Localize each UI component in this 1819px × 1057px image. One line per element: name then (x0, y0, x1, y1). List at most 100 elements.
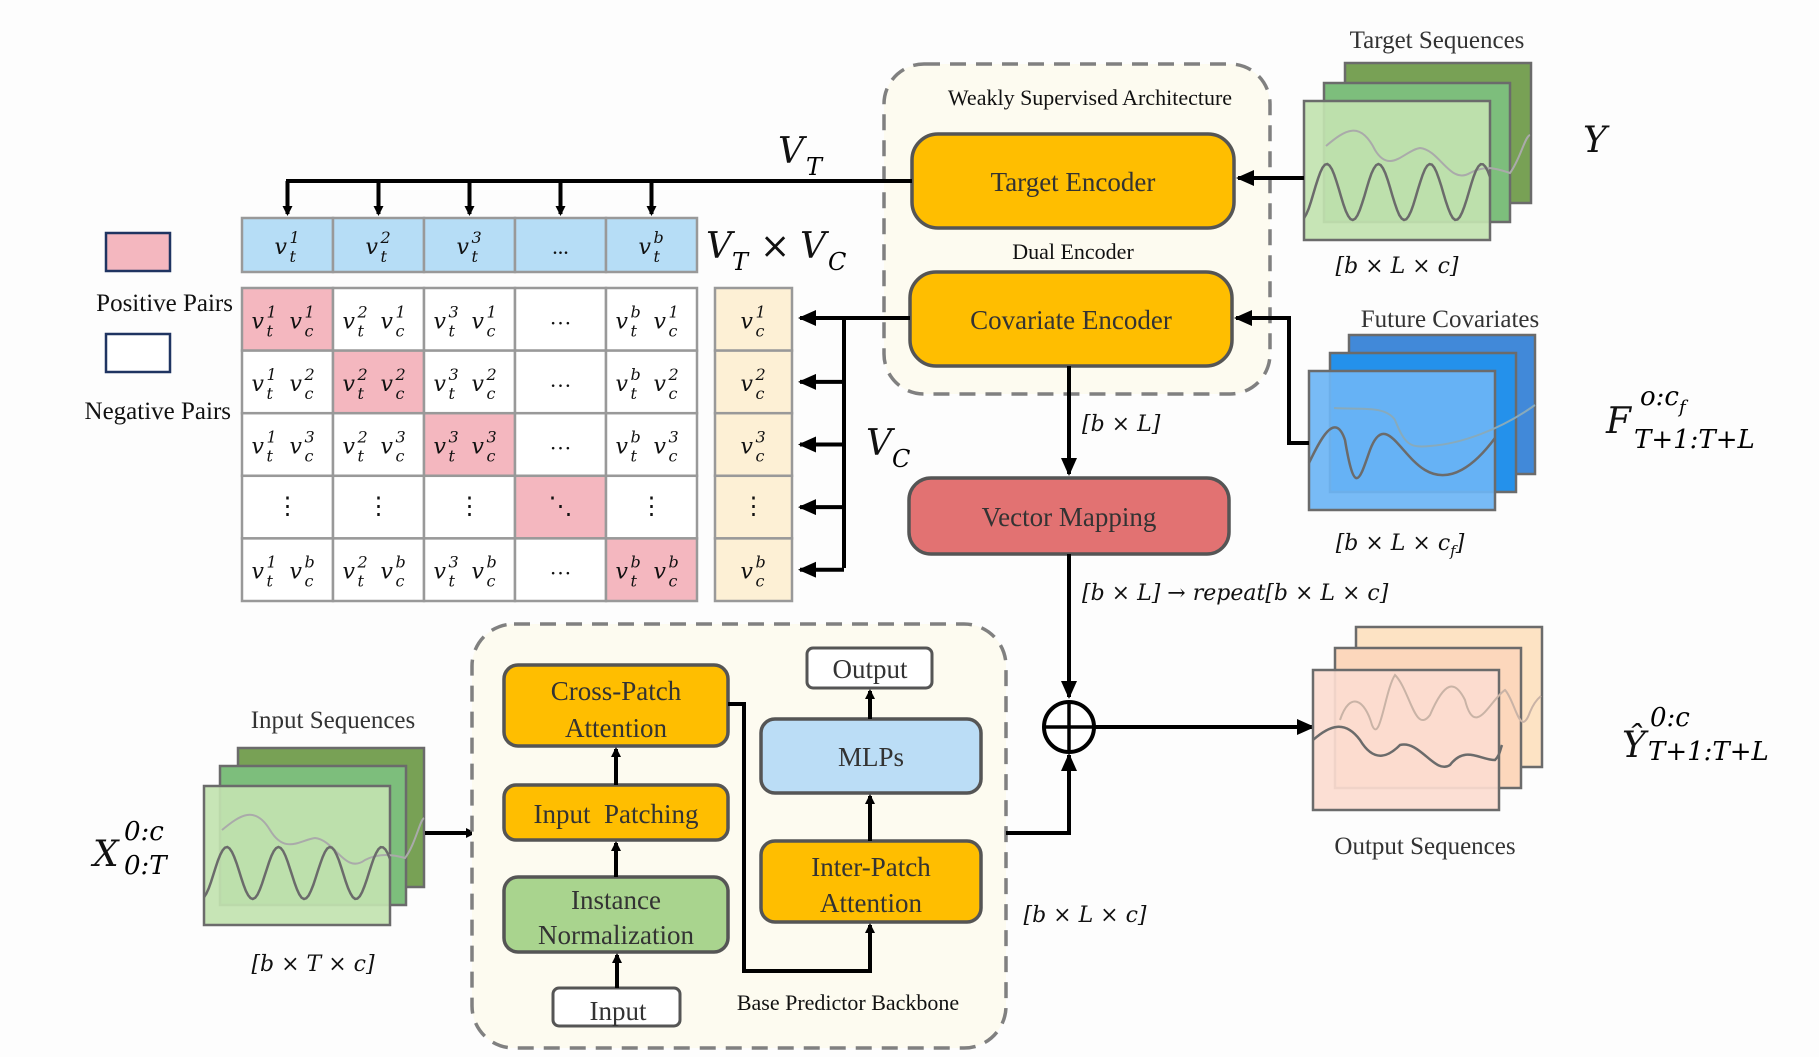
svg-text:2: 2 (357, 365, 368, 384)
svg-text:3: 3 (756, 428, 766, 447)
sequence-curve (1333, 404, 1536, 448)
svg-text:v: v (457, 235, 470, 260)
svg-text:v: v (381, 372, 394, 397)
svg-text:Instance: Instance (571, 885, 661, 915)
matrix-cell-negative: … (513, 411, 608, 478)
vt-cell: ... (513, 216, 608, 274)
svg-text:Input Patching: Input Patching (534, 799, 699, 829)
svg-text:v: v (343, 309, 356, 334)
svg-text:b: b (396, 553, 406, 572)
svg-text:C: C (892, 445, 910, 473)
dual-encoder-label: Dual Encoder (1012, 239, 1134, 264)
svg-text:c: c (756, 572, 765, 591)
svg-text:v: v (290, 309, 303, 334)
svg-text:2: 2 (357, 428, 368, 447)
svg-text:[b × L × cf]: [b × L × cf] (1336, 531, 1465, 560)
svg-text:1: 1 (305, 302, 315, 321)
svg-text:1: 1 (396, 302, 406, 321)
target-encoder-label: Target Encoder (991, 167, 1156, 197)
svg-text:Inter-Patch: Inter-Patch (811, 852, 931, 882)
target-sequences-title: Target Sequences (1350, 27, 1525, 54)
svg-text:t: t (631, 572, 638, 591)
svg-text:v: v (654, 372, 667, 397)
svg-text:v: v (381, 560, 394, 585)
svg-text:v: v (654, 309, 667, 334)
matrix-cell-negative: … (513, 537, 608, 603)
input-sequences-stack (202, 746, 426, 927)
matrix-cell-positive: ⋱ (513, 474, 608, 540)
svg-text:×: × (760, 226, 790, 267)
svg-text:F: F (1605, 401, 1633, 442)
input-patching-box[interactable]: Input Patching (502, 783, 730, 842)
svg-text:c: c (305, 384, 314, 403)
svg-text:b: b (669, 553, 679, 572)
svg-text:t: t (472, 247, 479, 266)
svg-text:t: t (267, 384, 274, 403)
svg-text:t: t (267, 572, 274, 591)
matrix-cell-negative: … (513, 349, 608, 415)
svg-text:v: v (434, 560, 447, 585)
sum-node (1042, 700, 1096, 754)
svg-text:b: b (487, 553, 497, 572)
vc-cell: ⋮ (713, 474, 794, 540)
svg-text:3: 3 (449, 365, 459, 384)
svg-text:c: c (396, 572, 405, 591)
sequence-curve (1307, 426, 1497, 480)
target-sequences-stack (1302, 61, 1533, 242)
sequence-panel (202, 784, 392, 927)
svg-text:v: v (252, 560, 265, 585)
svg-text:b: b (756, 553, 766, 572)
svg-text:2: 2 (380, 228, 391, 247)
svg-text:c: c (669, 321, 678, 340)
vector-mapping-box[interactable]: Vector Mapping (907, 476, 1231, 556)
svg-text:v: v (381, 435, 394, 460)
svg-text:v: v (639, 235, 652, 260)
svg-text:o:cf: o:cf (1640, 382, 1689, 418)
svg-text:v: v (472, 435, 485, 460)
svg-text:v: v (290, 372, 303, 397)
svg-text:Attention: Attention (565, 713, 667, 743)
svg-text:v: v (616, 309, 629, 334)
svg-text:...: ... (552, 234, 569, 259)
svg-text:⋮: ⋮ (458, 494, 482, 520)
svg-text:c: c (396, 384, 405, 403)
svg-text:3: 3 (669, 428, 679, 447)
backbone-output-box[interactable]: Output (805, 646, 934, 690)
legend-negative-swatch (104, 332, 172, 374)
inter-patch-attention-box[interactable]: Inter-Patch Attention (759, 839, 983, 924)
svg-text:t: t (358, 384, 365, 403)
svg-text:c: c (487, 384, 496, 403)
svg-text:T+1:T+L: T+1:T+L (1634, 425, 1755, 455)
vc-label: V C (866, 423, 910, 473)
svg-text:1: 1 (267, 428, 277, 447)
covariate-encoder-box[interactable]: Covariate Encoder (908, 270, 1234, 368)
svg-text:T: T (732, 248, 750, 276)
svg-text:1: 1 (669, 302, 679, 321)
svg-text:Input: Input (590, 996, 647, 1026)
backbone-input-box[interactable]: Input (551, 986, 682, 1028)
svg-text:v: v (343, 372, 356, 397)
svg-text:v: v (654, 560, 667, 585)
svg-text:V: V (866, 423, 896, 464)
target-encoder-box[interactable]: Target Encoder (910, 132, 1236, 230)
svg-text:v: v (434, 309, 447, 334)
instance-normalization-box[interactable]: Instance Normalization (502, 875, 730, 954)
svg-text:c: c (396, 447, 405, 466)
legend-negative-label: Negative Pairs (85, 398, 231, 425)
svg-text:t: t (381, 247, 388, 266)
svg-text:0:c: 0:c (124, 817, 164, 847)
cross-patch-attention-box[interactable]: Cross-Patch Attention (502, 663, 730, 748)
svg-text:v: v (275, 235, 288, 260)
svg-text:3: 3 (449, 553, 459, 572)
svg-text:v: v (290, 435, 303, 460)
svg-text:c: c (305, 321, 314, 340)
mlps-box[interactable]: MLPs (759, 717, 983, 795)
